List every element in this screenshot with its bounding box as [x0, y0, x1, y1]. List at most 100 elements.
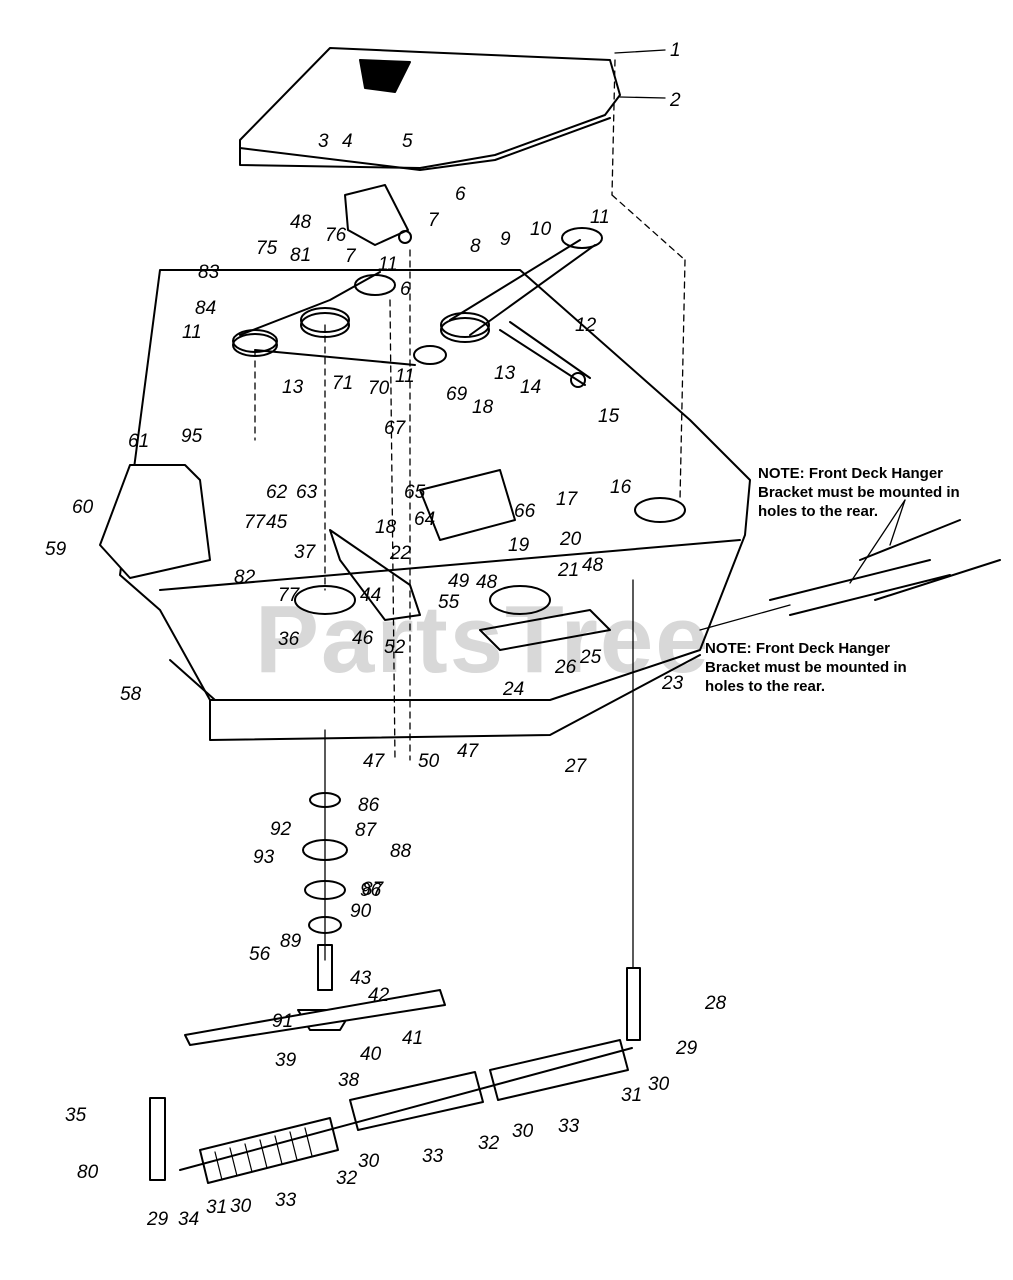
callout-65: 65: [404, 482, 426, 503]
callout-33: 33: [558, 1116, 580, 1137]
callout-46: 46: [352, 628, 374, 649]
callout-82: 82: [234, 567, 256, 588]
callout-48: 48: [290, 212, 312, 233]
callout-59: 59: [45, 539, 67, 560]
callout-23: 23: [661, 673, 684, 694]
callout-13: 13: [494, 363, 516, 384]
callout-89: 89: [280, 931, 302, 952]
callout-48: 48: [476, 572, 498, 593]
bearing-90: [308, 916, 342, 934]
callout-33: 33: [422, 1146, 444, 1167]
callout-60: 60: [72, 497, 94, 518]
callout-50: 50: [418, 751, 440, 772]
mower-deck: [119, 269, 751, 701]
callout-36: 36: [278, 629, 300, 650]
blade-41: [184, 989, 446, 1046]
callout-40: 40: [360, 1044, 382, 1065]
note-hanger-bracket-lower: NOTE: Front Deck Hanger Bracket must be …: [705, 640, 907, 695]
note-hanger-bracket-upper: NOTE: Front Deck Hanger Bracket must be …: [758, 465, 960, 520]
callout-30: 30: [648, 1074, 670, 1095]
callout-15: 15: [598, 406, 620, 427]
callout-28: 28: [704, 993, 727, 1014]
callout-96: 96: [360, 880, 382, 901]
callout-31: 31: [621, 1085, 642, 1106]
callout-11: 11: [395, 366, 415, 387]
callout-3: 3: [318, 131, 329, 152]
callout-27: 27: [564, 756, 588, 777]
hanger-bracket-23: [479, 609, 611, 651]
callout-18: 18: [472, 397, 494, 418]
callout-48: 48: [582, 555, 604, 576]
spindle-shaft-89: [317, 944, 333, 991]
callout-66: 66: [514, 501, 536, 522]
callout-6: 6: [455, 184, 466, 205]
callout-7: 7: [345, 246, 357, 267]
callout-11: 11: [378, 254, 398, 275]
callout-42: 42: [368, 985, 390, 1006]
callout-9: 9: [500, 229, 511, 250]
callout-11: 11: [182, 322, 202, 343]
pulley-7: [354, 274, 396, 296]
callout-39: 39: [275, 1050, 297, 1071]
idler-arm-12: [499, 321, 591, 386]
callout-33: 33: [275, 1190, 297, 1211]
callout-7: 7: [428, 210, 440, 231]
callout-47: 47: [457, 741, 480, 762]
pulley-13-right: [440, 317, 490, 343]
callout-76: 76: [325, 225, 347, 246]
spindle-rear: [634, 497, 686, 523]
callout-30: 30: [512, 1121, 534, 1142]
callout-81: 81: [290, 245, 311, 266]
callout-14: 14: [520, 377, 541, 398]
roller-33-mid: [349, 1071, 484, 1131]
callout-80: 80: [77, 1162, 99, 1183]
spindle-cap-86: [309, 792, 341, 808]
drive-belt-left: [239, 271, 416, 366]
callout-21: 21: [557, 560, 579, 581]
callout-62: 62: [266, 482, 288, 503]
pulley-11-right: [561, 227, 603, 249]
callout-61: 61: [128, 431, 149, 452]
callout-69: 69: [446, 384, 468, 405]
callout-11: 11: [590, 207, 610, 228]
callout-52: 52: [384, 637, 406, 658]
callout-32: 32: [336, 1168, 358, 1189]
callout-31: 31: [206, 1197, 227, 1218]
gearbox: [344, 184, 409, 246]
callout-17: 17: [556, 489, 579, 510]
callout-22: 22: [389, 543, 412, 564]
discharge-chute-59: [99, 464, 211, 579]
callout-93: 93: [253, 847, 275, 868]
callout-75: 75: [256, 238, 278, 259]
callout-83: 83: [198, 262, 220, 283]
roller-axle-34: [179, 1047, 633, 1171]
callout-43: 43: [350, 968, 372, 989]
callout-19: 19: [508, 535, 530, 556]
callout-63: 63: [296, 482, 318, 503]
callout-29: 29: [146, 1209, 169, 1230]
spindle-left: [294, 585, 356, 615]
callout-88: 88: [390, 841, 412, 862]
height-bracket-right-29: [626, 967, 641, 1041]
spindle-housing-93: [302, 839, 348, 861]
callout-77: 77: [278, 585, 301, 606]
callout-44: 44: [360, 585, 381, 606]
spindle-right: [489, 585, 551, 615]
bearing-96: [304, 880, 346, 900]
callout-64: 64: [414, 509, 435, 530]
callout-32: 32: [478, 1133, 500, 1154]
callout-45: 45: [266, 512, 288, 533]
callout-16: 16: [610, 477, 632, 498]
callout-38: 38: [338, 1070, 360, 1091]
callout-5: 5: [402, 131, 413, 152]
callout-58: 58: [120, 684, 142, 705]
callout-41: 41: [402, 1028, 423, 1049]
callout-56: 56: [249, 944, 271, 965]
callout-13: 13: [282, 377, 304, 398]
callout-87: 87: [362, 879, 385, 900]
idler-bracket: [419, 469, 516, 541]
callout-95: 95: [181, 426, 203, 447]
callout-25: 25: [579, 647, 602, 668]
callout-8: 8: [470, 236, 481, 257]
